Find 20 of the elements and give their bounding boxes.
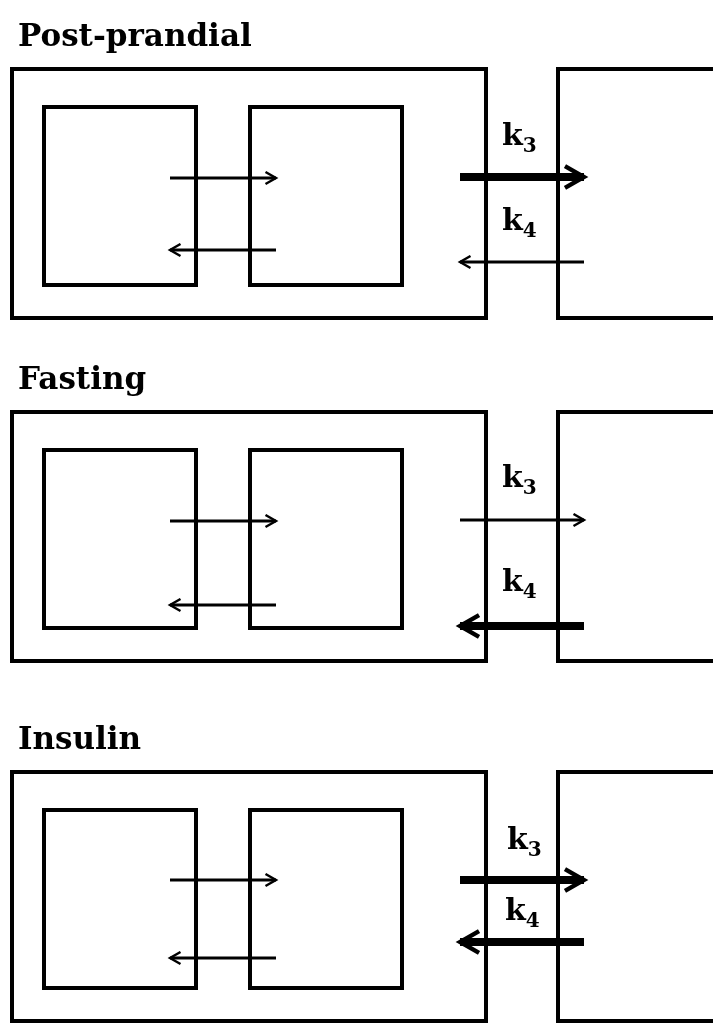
panel-title: Post-prandial: [18, 16, 252, 55]
compartment-box: [556, 67, 713, 320]
compartment-box: [42, 448, 198, 630]
compartment-box: [248, 808, 404, 990]
compartment-box: [248, 105, 404, 287]
arrow: [170, 170, 278, 186]
arrow: [458, 254, 584, 270]
panel-title: Fasting: [18, 359, 147, 398]
compartment-box: [248, 448, 404, 630]
arrow: [168, 597, 276, 613]
arrow: [170, 872, 278, 888]
compartment-box: [556, 410, 713, 663]
arrow: [168, 950, 276, 966]
arrow: [460, 512, 586, 528]
compartment-box: [556, 770, 713, 1023]
panel-title: Insulin: [18, 719, 142, 758]
compartment-box: [42, 808, 198, 990]
arrow: [170, 513, 278, 529]
arrow: [168, 242, 276, 258]
compartment-box: [42, 105, 198, 287]
